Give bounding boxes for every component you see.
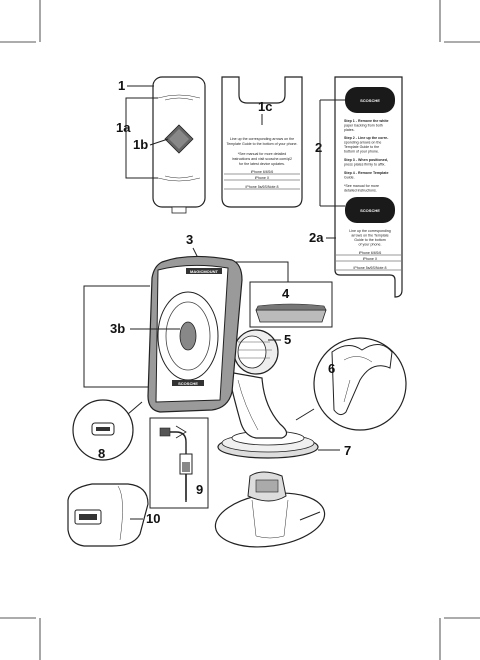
mount-head: MAGICMOUNT SCOSCHE — [147, 255, 243, 413]
plate-line-3: iPhone 5s/6S/Note 8 — [354, 266, 387, 270]
plate-instr-3: Guide to the bottom — [354, 238, 386, 242]
leader-1b — [149, 138, 169, 146]
leader-2 — [319, 99, 345, 207]
template-instruction-2: Template Guide to the bottom of your pho… — [226, 142, 297, 146]
suction-base — [217, 430, 319, 459]
plate-line-1: iPhone 6/6S/6 — [359, 251, 382, 255]
template-line-2: iPhone X — [255, 176, 270, 180]
leader-dash-mount — [299, 511, 321, 521]
leader-1a — [125, 97, 158, 179]
usb-port-detail — [72, 399, 134, 461]
plate-instr-1: Line up the corresponding — [349, 229, 391, 233]
head-brand-bottom: SCOSCHE — [178, 381, 198, 386]
label-4: 4 — [282, 286, 290, 301]
label-10: 10 — [146, 511, 160, 526]
leader-8 — [127, 401, 143, 415]
step2-line2: sponding arrows on the — [344, 141, 381, 145]
step4-line1: Step 4 - Remove Template — [344, 171, 388, 175]
template-line-1: iPhone 6/6S/6 — [251, 170, 274, 174]
cradle-clip-detail — [313, 337, 407, 431]
template-note-2: instructions and visit scosche.com/qi2 — [232, 157, 292, 161]
template-guide-card: Line up the corresponding arrows on the … — [221, 76, 303, 208]
note-line1: *See manual for more — [344, 184, 379, 188]
label-1a: 1a — [116, 120, 131, 135]
mount-arm — [227, 371, 288, 439]
step2-line3: Template Guide to the — [344, 145, 379, 149]
label-7: 7 — [344, 443, 351, 458]
template-line-3: iPhone 5s/6S/Note 8 — [246, 185, 279, 189]
label-8: 8 — [98, 446, 105, 461]
bracket-3-top — [228, 261, 289, 283]
step3-line1: Step 3 - When positioned, — [344, 158, 388, 162]
leader-6 — [295, 408, 315, 421]
adhesive-dash-mount — [214, 471, 326, 548]
usb-cable — [149, 417, 209, 509]
step2-line4: bottom of your phone. — [344, 150, 379, 154]
step2-line1: Step 2 - Line up the corre- — [344, 136, 389, 140]
bracket-3-left — [83, 285, 150, 388]
label-3b: 3b — [110, 321, 125, 336]
plate-line-2: iPhone X — [363, 257, 378, 261]
plate-instr-2: arrows on the Template — [351, 234, 388, 238]
label-6: 6 — [328, 361, 335, 376]
plate-instr-4: of your phone. — [359, 243, 382, 247]
car-charger — [67, 483, 149, 547]
template-note-3: for the latest device updates. — [239, 162, 285, 166]
step1-line2: paper backing from both — [344, 124, 383, 128]
label-9: 9 — [196, 482, 203, 497]
label-1b: 1b — [133, 137, 148, 152]
label-1c: 1c — [258, 99, 272, 114]
head-brand-top: MAGICMOUNT — [190, 269, 219, 274]
step1-line1: Step 1 - Remove the white — [344, 119, 389, 123]
ball-joint — [233, 329, 279, 375]
step3-line2: press plates firmly to affix. — [344, 163, 385, 167]
label-2a: 2a — [309, 230, 324, 245]
template-note-1: *See manual for more detailed — [238, 152, 287, 156]
label-2: 2 — [315, 140, 322, 155]
label-5: 5 — [284, 332, 291, 347]
step4-line2: Guide. — [344, 176, 355, 180]
plate-brand-top: SCOSCHE — [360, 98, 380, 103]
label-3: 3 — [186, 232, 193, 247]
template-instruction-1: Line up the corresponding arrows on the — [230, 137, 294, 141]
plate-brand-bottom: SCOSCHE — [360, 208, 380, 213]
label-1: 1 — [118, 78, 125, 93]
note-line2: detailed instructions. — [344, 189, 377, 193]
magnetic-plate-front — [152, 76, 206, 214]
head-bottom-detail — [249, 281, 333, 328]
adhesive-plate-card: SCOSCHE SCOSCHE Step 1 - Remove the whit… — [334, 76, 403, 298]
step1-line3: plates. — [344, 128, 355, 132]
